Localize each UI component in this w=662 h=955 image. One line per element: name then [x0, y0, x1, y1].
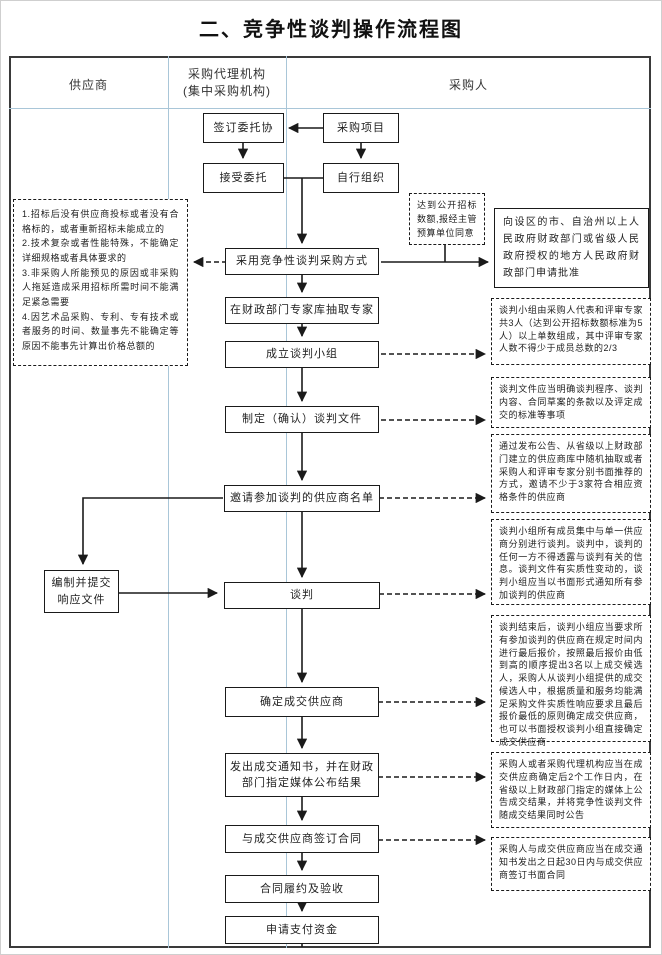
flow-box-draw-experts: 在财政部门专家库抽取专家	[225, 297, 379, 324]
column-header-supplier: 供应商	[68, 78, 108, 92]
column-separator-1	[168, 56, 169, 948]
flow-box-invite-list: 邀请参加谈判的供应商名单	[224, 485, 380, 512]
flow-box-issue-notice: 发出成交通知书，并在财政部门指定媒体公布结果	[225, 753, 379, 797]
note-announce-result: 采购人或者采购代理机构应当在成交供应商确定后2个工作日内，在省级以上财政部门指定…	[491, 752, 651, 828]
flow-box-procurement-project: 采购项目	[323, 113, 399, 143]
condition-1: 1.招标后没有供应商投标或者没有合格标的，或者重新招标未能成立的	[22, 209, 179, 234]
note-negotiation-rules: 谈判小组所有成员集中与单一供应商分别进行谈判。谈判中，谈判的任何一方不得透露与谈…	[491, 519, 651, 605]
flow-box-determine-supplier: 确定成交供应商	[225, 687, 379, 717]
note-invitation-method: 通过发布公告、从省级以上财政部门建立的供应商库中随机抽取或者采购人和评审专家分别…	[491, 434, 651, 513]
note-contract-deadline: 采购人与成交供应商应当在成交通知书发出之日起30日内与成交供应商签订书面合同	[491, 837, 651, 891]
flow-box-negotiate: 谈判	[224, 582, 380, 609]
note-team-composition: 谈判小组由采购人代表和评审专家共3人（达到公开招标数额标准为5人）以上单数组成，…	[491, 298, 651, 365]
prepare-response-line-1: 编制并提交	[51, 577, 112, 589]
prepare-response-line-2: 响应文件	[57, 593, 106, 606]
agency-line-1: 采购代理机构	[187, 67, 266, 81]
flow-box-sign-contract: 与成交供应商签订合同	[225, 825, 379, 853]
agency-line-2: (集中采购机构)	[183, 84, 271, 98]
flow-box-draft-documents: 制定（确认）谈判文件	[225, 406, 379, 433]
flow-box-accept-commission: 接受委托	[203, 163, 284, 193]
column-header-purchaser: 采购人	[448, 78, 488, 92]
header-bottom-line	[9, 108, 651, 109]
arrow-invite-to-response	[77, 497, 223, 566]
flow-box-prepare-response: 编制并提交 响应文件	[44, 570, 119, 613]
flow-box-contract-acceptance: 合同履约及验收	[225, 875, 379, 903]
note-reach-threshold: 达到公开招标数额,报经主管预算单位同意	[409, 193, 485, 245]
box-apply-approval: 向设区的市、自治州以上人民政府财政部门或省级人民政府授权的地方人民政府财政部门申…	[494, 208, 649, 288]
flow-box-adopt-method: 采用竞争性谈判采购方式	[225, 248, 379, 275]
flow-box-apply-payment: 申请支付资金	[225, 916, 379, 944]
condition-3: 3.非采购人所能预见的原因或非采购人拖延造成采用招标所需时间不能满足紧急需要	[22, 267, 179, 307]
page-title: 二、竞争性谈判操作流程图	[199, 19, 463, 41]
note-doc-requirements: 谈判文件应当明确谈判程序、谈判内容、合同草案的条款以及评定成交的标准等事项	[491, 377, 651, 428]
column-header-agency: 采购代理机构 (集中采购机构)	[168, 65, 286, 99]
flow-box-self-organize: 自行组织	[323, 163, 399, 193]
condition-4: 4.因艺术品采购、专利、专有技术或者服务的时间、数量事先不能确定等原因不能事先计…	[22, 311, 179, 351]
flow-box-form-team: 成立谈判小组	[225, 341, 379, 368]
note-conditions: 1.招标后没有供应商投标或者没有合格标的，或者重新招标未能成立的 2.技术复杂或…	[13, 199, 188, 366]
condition-2: 2.技术复杂或者性能特殊，不能确定详细规格或者具体要求的	[22, 238, 179, 263]
flow-box-sign-agreement: 签订委托协	[203, 113, 284, 143]
note-final-quote: 谈判结束后，谈判小组应当要求所有参加谈判的供应商在规定时间内进行最后报价，按照最…	[491, 615, 651, 747]
